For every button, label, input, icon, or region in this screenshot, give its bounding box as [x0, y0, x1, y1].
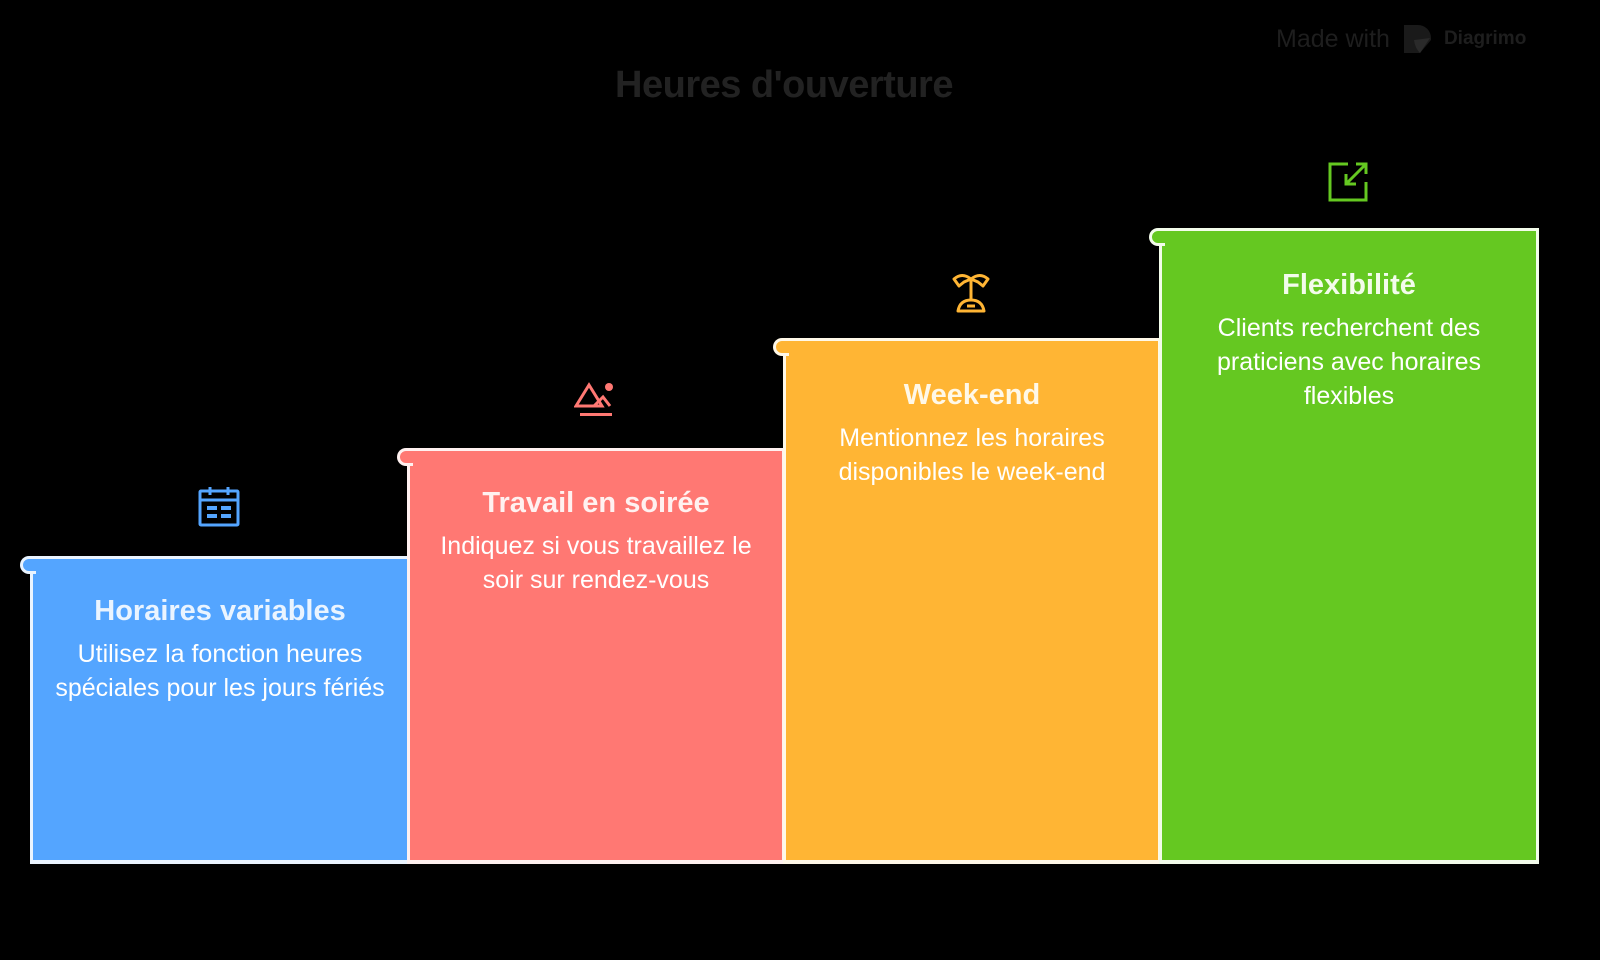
step-heading: Horaires variables — [94, 595, 346, 627]
step-tab — [20, 556, 36, 574]
diagrimo-brand: Diagrimo — [1443, 28, 1527, 49]
step-tab — [773, 338, 789, 356]
step-description: Mentionnez les horaires disponibles le w… — [838, 424, 1106, 486]
step-description: Indiquez si vous travaillez le soir sur … — [440, 532, 752, 594]
made-with-label: Made with — [1276, 24, 1390, 53]
step-heading: Week-end — [903, 379, 1041, 411]
step-travail-en-soiree: Travail en soirée Indiquez si vous trava… — [397, 448, 785, 864]
step-flexibilite: Flexibilité Clients recherchent des prat… — [1149, 228, 1539, 864]
step-heading: Travail en soirée — [482, 487, 710, 519]
step-tab — [397, 448, 413, 466]
step-description: Clients recherchent des praticiens avec … — [1216, 314, 1481, 410]
diagram-title: Heures d'ouverture — [615, 64, 953, 106]
diagrimo-logo-icon — [1403, 25, 1431, 53]
watermark: Made with Diagrimo — [1276, 22, 1526, 56]
landscape-icon — [574, 382, 613, 416]
step-heading: Flexibilité — [1282, 269, 1416, 301]
step-tab — [1149, 228, 1165, 246]
step-week-end: Week-end Mentionnez les horaires disponi… — [773, 338, 1161, 864]
palm-tree-icon — [952, 274, 990, 313]
calendar-icon — [198, 487, 240, 527]
resize-arrow-icon — [1328, 162, 1368, 202]
step-description: Utilisez la fonction heures spéciales po… — [55, 640, 385, 702]
step-horaires-variables: Horaires variables Utilisez la fonction … — [20, 556, 410, 864]
